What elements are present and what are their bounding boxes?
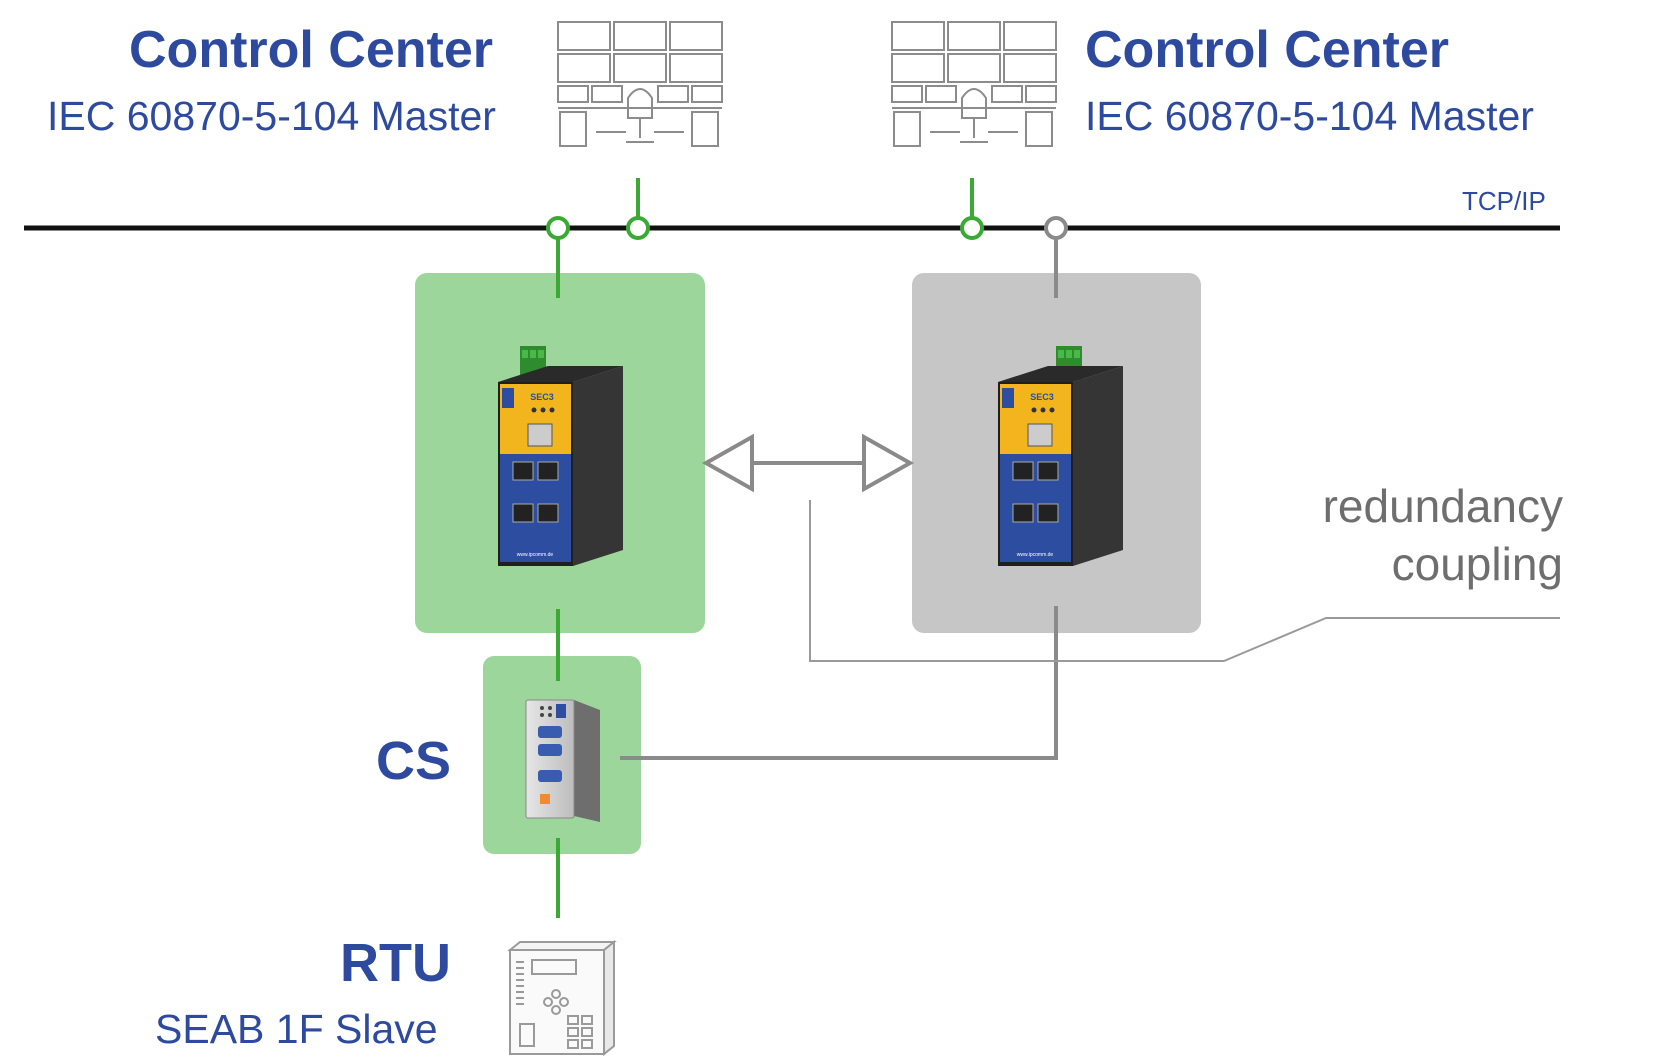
bus-node-active-gateway xyxy=(546,216,570,240)
tcp-ip-label: TCP/IP xyxy=(1462,186,1546,216)
redundancy-line1: redundancy xyxy=(1322,480,1563,532)
standby-sec3-device: SEC3 www.ipcomm.de xyxy=(998,346,1123,566)
bus-node-standby-gateway xyxy=(1044,216,1068,240)
active-device-website: www.ipcomm.de xyxy=(517,552,554,558)
right-control-center-icon xyxy=(891,21,1057,147)
active-device-model-label: SEC3 xyxy=(530,392,554,402)
cs-label: CS xyxy=(376,731,452,791)
redundancy-coupling-label: redundancy coupling xyxy=(1323,478,1563,593)
left-control-center-icon xyxy=(557,21,723,147)
standby-to-cs-link xyxy=(620,606,1058,760)
bus-node-right-center xyxy=(960,216,984,240)
redundancy-arrow xyxy=(701,433,915,493)
active-sec3-device: SEC3 www.ipcomm.de xyxy=(498,346,623,566)
rtu-device-icon xyxy=(507,939,617,1057)
cs-device xyxy=(525,699,600,822)
bus-node-left-center xyxy=(626,216,650,240)
standby-device-model-label: SEC3 xyxy=(1030,392,1054,402)
rtu-subtitle: SEAB 1F Slave xyxy=(155,1006,438,1052)
rtu-title: RTU xyxy=(340,933,451,993)
left-control-center-subtitle: IEC 60870-5-104 Master xyxy=(47,93,496,139)
redundancy-leader-line xyxy=(809,500,1560,662)
redundancy-line2: coupling xyxy=(1391,537,1563,590)
standby-device-website: www.ipcomm.de xyxy=(1017,552,1054,558)
left-control-center-title: Control Center xyxy=(129,21,493,79)
right-control-center-title: Control Center xyxy=(1085,21,1449,79)
right-control-center-subtitle: IEC 60870-5-104 Master xyxy=(1085,93,1534,139)
